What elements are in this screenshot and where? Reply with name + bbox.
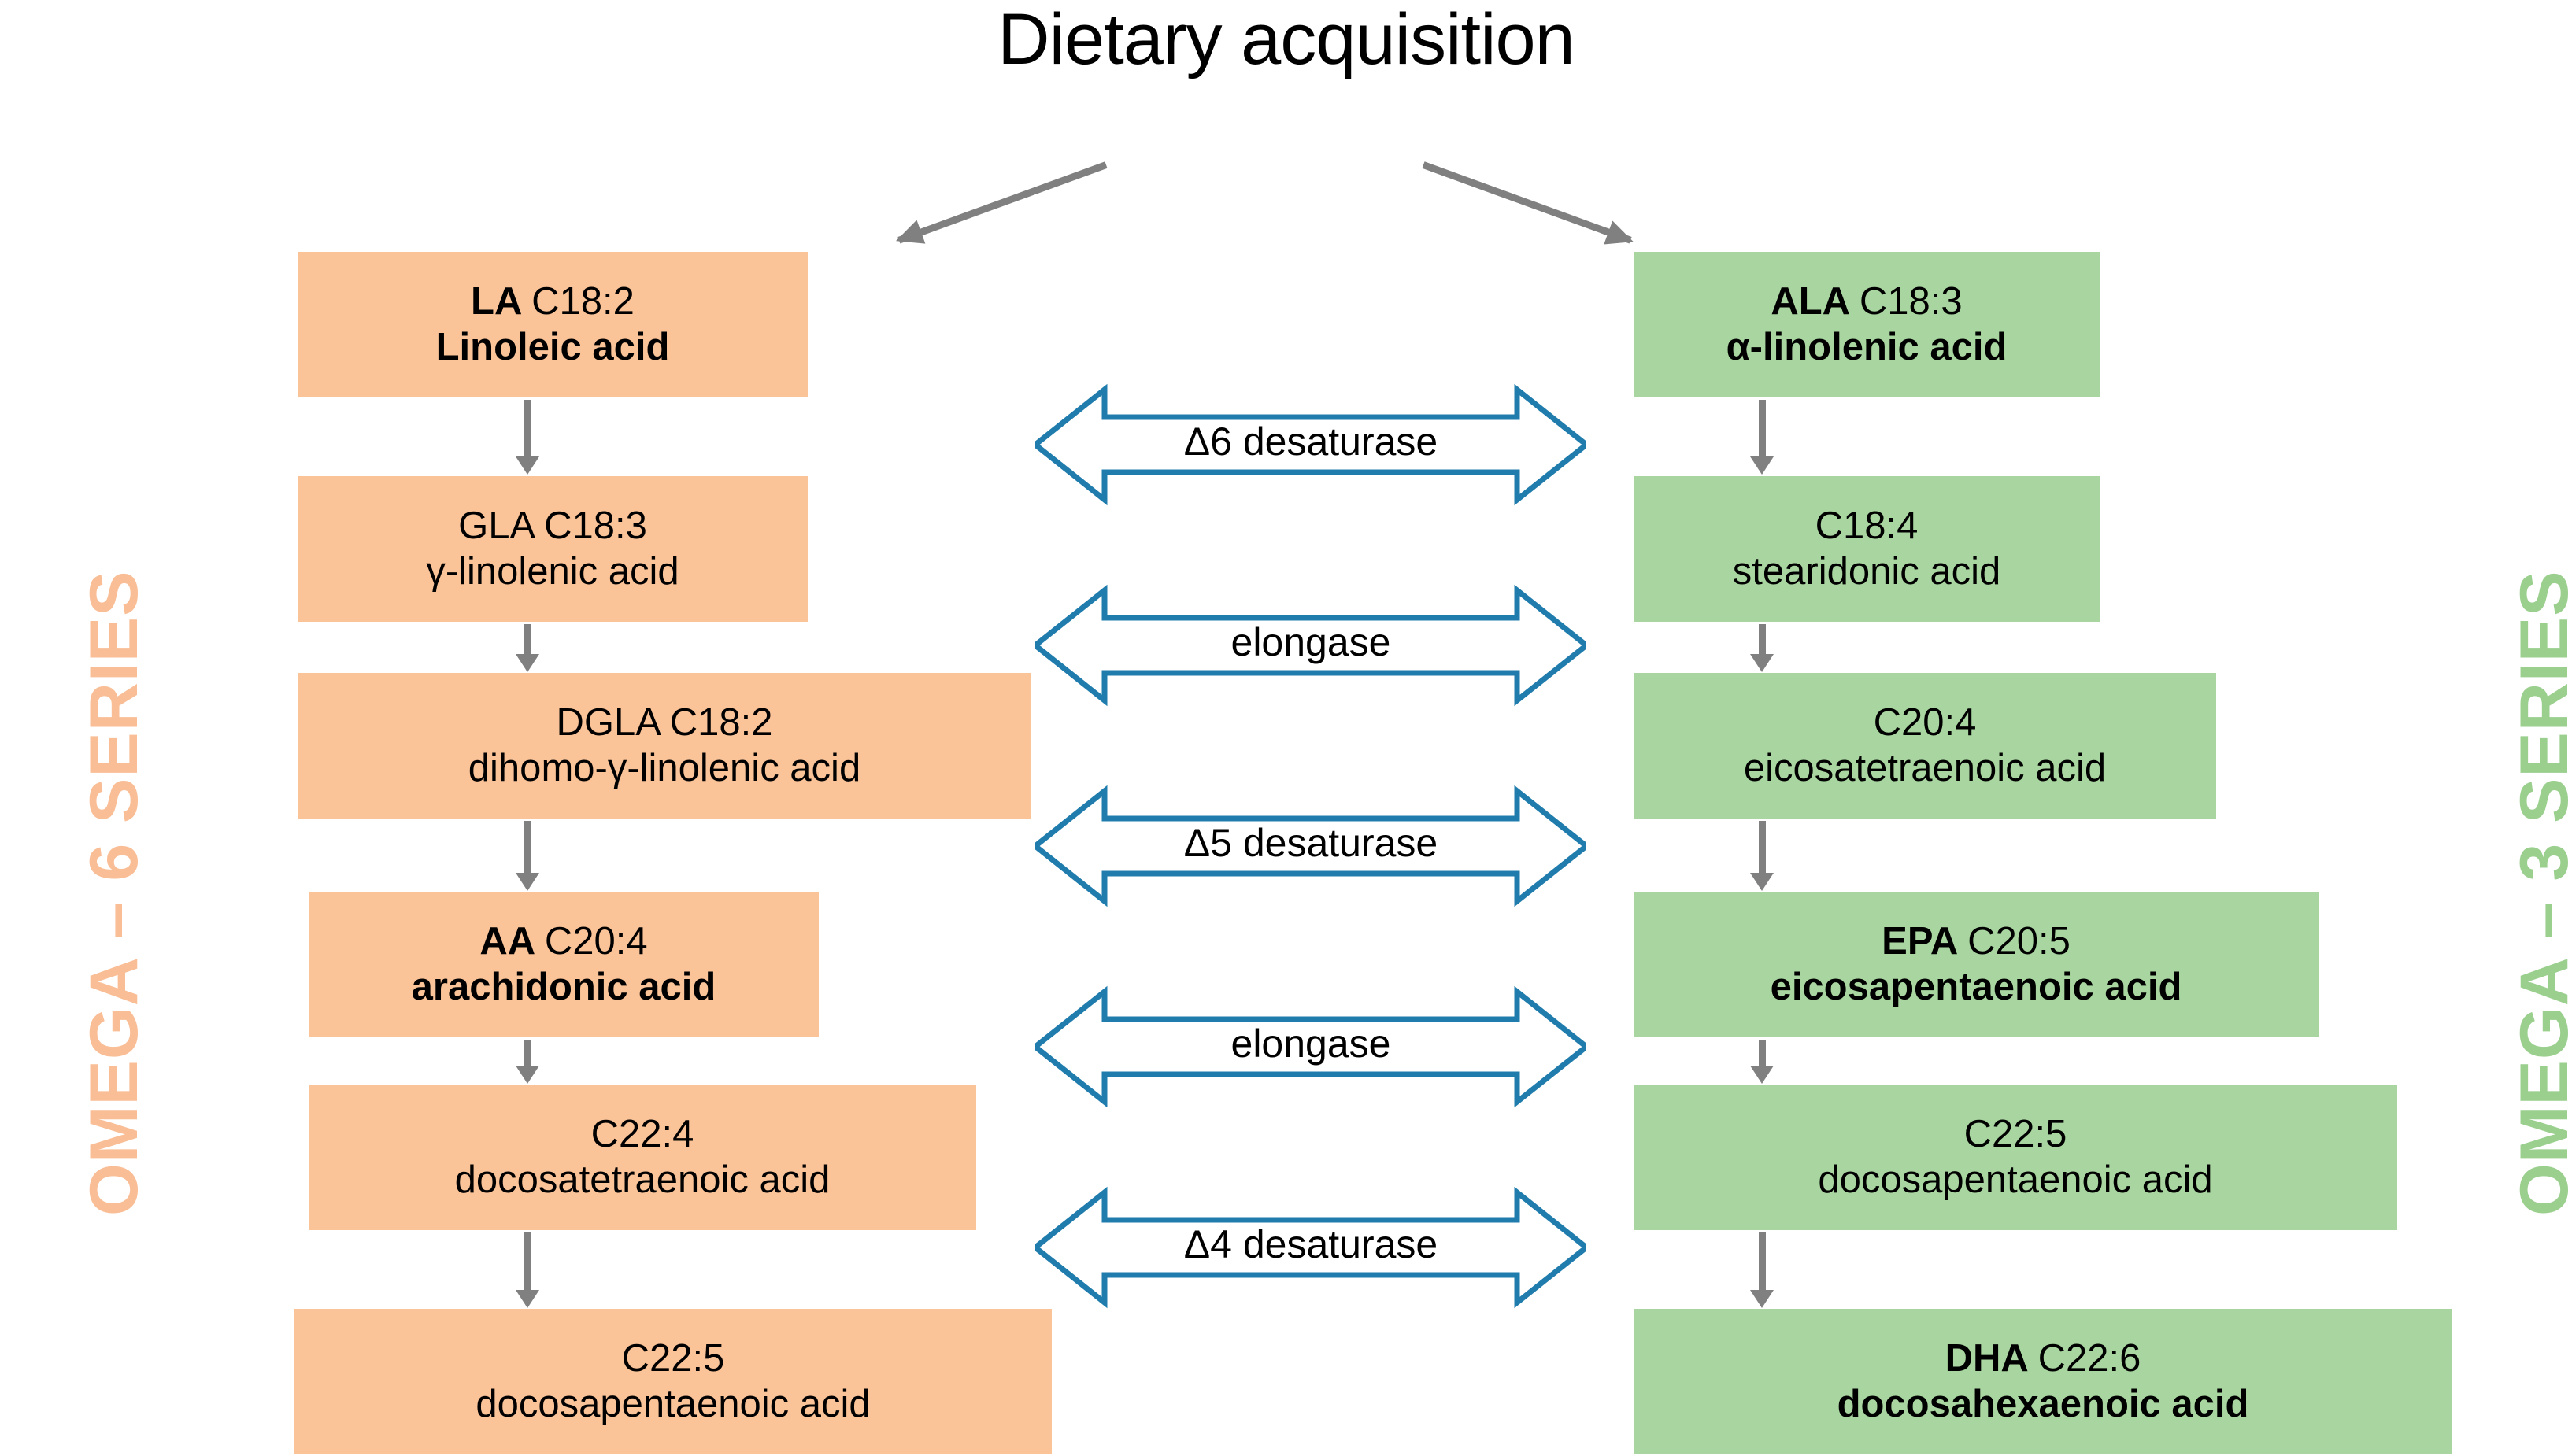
node-carbon-code: C18:4 (1815, 504, 1919, 547)
node-dha[interactable]: DHA C22:6 docosahexaenoic acid (1634, 1309, 2452, 1454)
series-label-omega6: OMEGA – 6 SERIES (76, 570, 152, 1217)
node-c22-5-n3[interactable]: C22:5 docosapentaenoic acid (1634, 1085, 2397, 1230)
node-abbr: AA (479, 919, 535, 963)
node-la-line1: LA C18:2 (471, 279, 635, 325)
node-la[interactable]: LA C18:2 Linoleic acid (298, 252, 808, 397)
node-abbr: ALA (1771, 279, 1849, 323)
node-la-line2: Linoleic acid (435, 325, 670, 368)
node-c18-4-line2: stearidonic acid (1732, 549, 2001, 593)
enzyme-label-1: elongase (1230, 620, 1391, 664)
node-c22-5-n3-line2: docosapentaenoic acid (1818, 1158, 2213, 1201)
node-aa-line2: arachidonic acid (411, 965, 716, 1008)
node-epa-line2: eicosapentaenoic acid (1770, 965, 2182, 1008)
double-arrow-icon (1035, 985, 1586, 1108)
enzyme-label-0: Δ6 desaturase (1183, 419, 1438, 464)
node-ala-line1: ALA C18:3 (1771, 279, 1962, 325)
node-dgla[interactable]: DGLA C18:2 dihomo-γ-linolenic acid (298, 673, 1031, 819)
double-arrow-icon (1035, 584, 1586, 707)
node-abbr: DGLA (556, 700, 660, 744)
node-c22-5-n3-line1: C22:5 (1964, 1112, 2067, 1158)
dietary-arrow-to-omega6 (897, 161, 1108, 244)
node-carbon-code: C22:5 (1963, 1112, 2067, 1155)
enzyme-arrow-elongase-1[interactable]: elongase (1035, 582, 1586, 708)
node-c22-4-n6-line2: docosatetraenoic acid (454, 1158, 831, 1201)
node-epa[interactable]: EPA C20:5 eicosapentaenoic acid (1634, 892, 2319, 1037)
node-c20-4-n3[interactable]: C20:4 eicosatetraenoic acid (1634, 673, 2216, 819)
node-gla-line1: GLA C18:3 (458, 504, 647, 549)
enzyme-arrow-d5-desaturase[interactable]: Δ5 desaturase (1035, 783, 1586, 909)
node-abbr: LA (471, 279, 521, 323)
enzyme-arrow-d6-desaturase[interactable]: Δ6 desaturase (1035, 382, 1586, 508)
node-dgla-line1: DGLA C18:2 (556, 700, 772, 746)
enzyme-label-4: Δ4 desaturase (1183, 1222, 1438, 1266)
node-abbr: DHA (1945, 1336, 2027, 1380)
node-carbon-code: C22:5 (621, 1336, 725, 1380)
node-c22-5-n6[interactable]: C22:5 docosapentaenoic acid (294, 1309, 1052, 1454)
node-abbr: GLA (458, 504, 534, 547)
enzyme-label-3: elongase (1230, 1022, 1391, 1066)
node-epa-line1: EPA C20:5 (1882, 919, 2071, 965)
node-carbon-code: C18:3 (1859, 279, 1963, 323)
node-carbon-code: C18:2 (531, 279, 635, 323)
node-carbon-code: C22:4 (590, 1112, 694, 1155)
double-arrow-icon (1035, 383, 1586, 506)
node-carbon-code: C22:6 (2037, 1336, 2141, 1380)
node-c22-5-n6-line2: docosapentaenoic acid (476, 1382, 871, 1425)
node-carbon-code: C18:3 (544, 504, 647, 547)
node-abbr: EPA (1882, 919, 1957, 963)
node-c18-4[interactable]: C18:4 stearidonic acid (1634, 476, 2100, 622)
node-c22-5-n6-line1: C22:5 (622, 1336, 725, 1382)
node-aa-line1: AA C20:4 (479, 919, 647, 965)
node-aa[interactable]: AA C20:4 arachidonic acid (309, 892, 819, 1037)
node-carbon-code: C20:5 (1967, 919, 2071, 963)
node-gla[interactable]: GLA C18:3 γ-linolenic acid (298, 476, 808, 622)
double-arrow-icon (1035, 785, 1586, 907)
node-c20-4-n3-line2: eicosatetraenoic acid (1743, 746, 2107, 789)
node-dha-line1: DHA C22:6 (1945, 1336, 2141, 1382)
node-carbon-code: C18:2 (669, 700, 773, 744)
enzyme-arrow-elongase-2[interactable]: elongase (1035, 984, 1586, 1110)
node-dgla-line2: dihomo-γ-linolenic acid (468, 746, 861, 789)
node-ala[interactable]: ALA C18:3 α-linolenic acid (1634, 252, 2100, 397)
node-c20-4-n3-line1: C20:4 (1874, 700, 1977, 746)
dietary-arrow-to-omega3 (1422, 161, 1632, 244)
page-title: Dietary acquisition (997, 0, 1575, 79)
series-label-omega3: OMEGA – 3 SERIES (2507, 570, 2572, 1217)
enzyme-arrow-d4-desaturase[interactable]: Δ4 desaturase (1035, 1184, 1586, 1310)
node-c22-4-n6-line1: C22:4 (591, 1112, 694, 1158)
node-ala-line2: α-linolenic acid (1726, 325, 2008, 368)
node-carbon-code: C20:4 (1873, 700, 1977, 744)
node-gla-line2: γ-linolenic acid (426, 549, 679, 593)
node-c18-4-line1: C18:4 (1815, 504, 1919, 549)
double-arrow-icon (1035, 1186, 1586, 1309)
enzyme-label-2: Δ5 desaturase (1183, 821, 1438, 865)
node-carbon-code: C20:4 (544, 919, 648, 963)
node-c22-4-n6[interactable]: C22:4 docosatetraenoic acid (309, 1085, 976, 1230)
node-dha-line2: docosahexaenoic acid (1837, 1382, 2249, 1425)
